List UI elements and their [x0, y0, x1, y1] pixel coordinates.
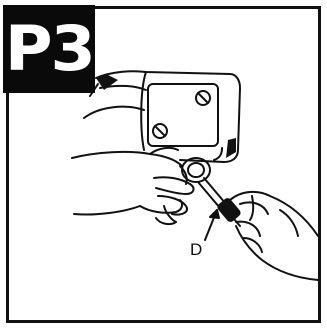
callout-label-d: D	[190, 240, 202, 260]
step-label: P3	[5, 18, 94, 80]
step-badge: P3	[3, 5, 95, 93]
left-hand	[72, 148, 193, 224]
housing-shading-2	[226, 138, 236, 158]
screw	[153, 91, 210, 138]
callout-arrow	[205, 210, 219, 240]
right-hand	[230, 192, 318, 280]
